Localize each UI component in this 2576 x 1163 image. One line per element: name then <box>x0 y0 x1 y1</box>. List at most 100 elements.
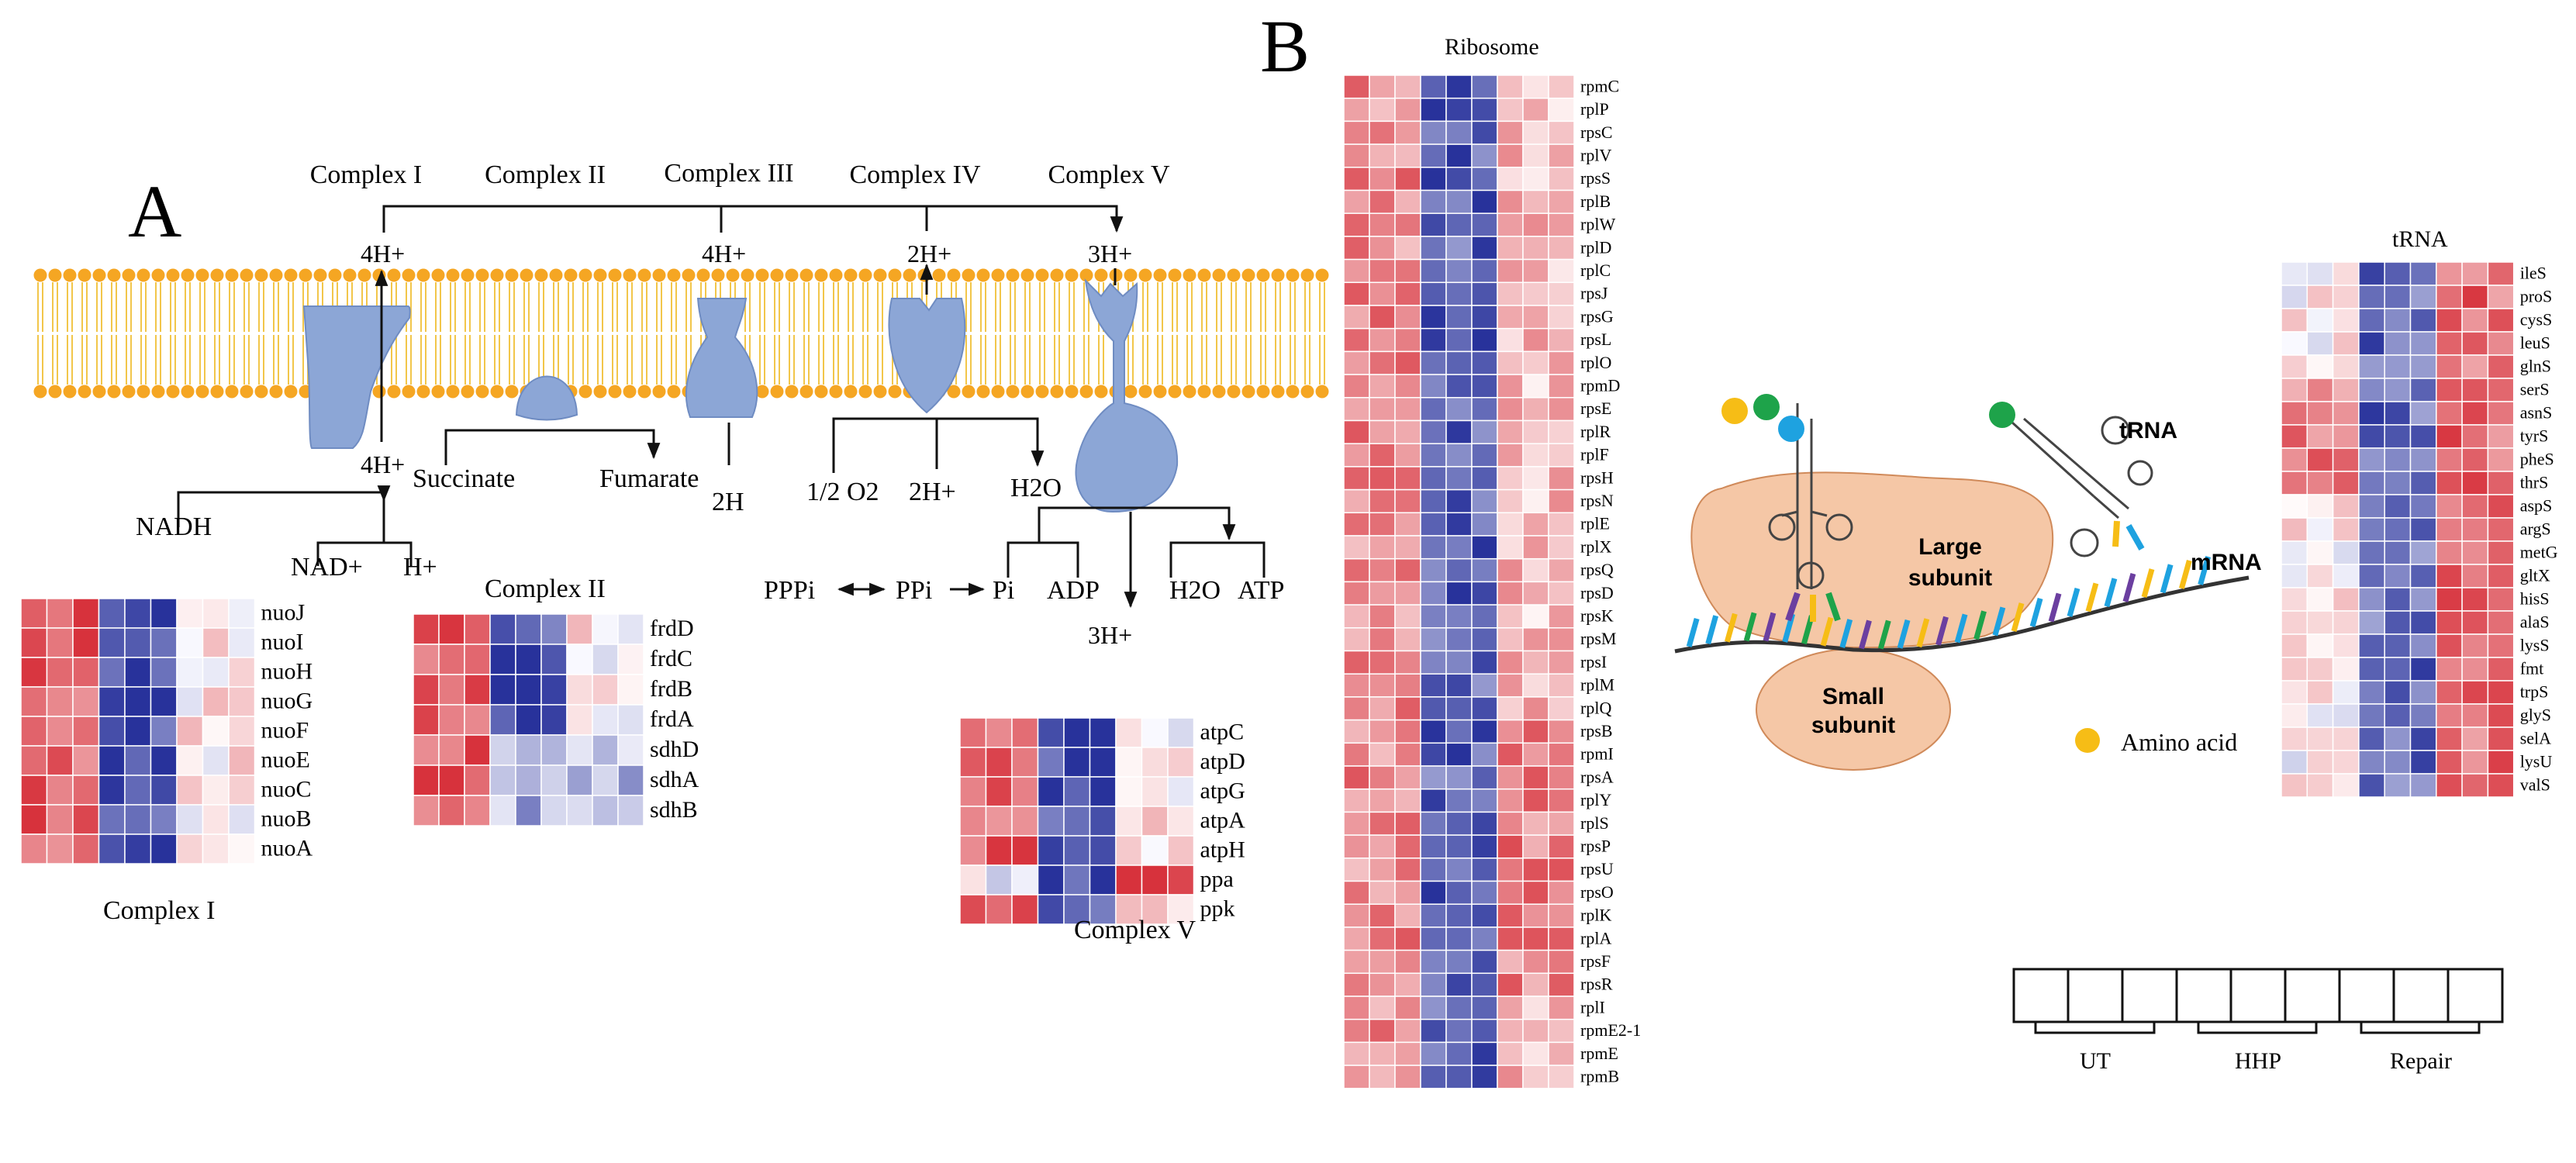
lipid-head <box>947 268 961 282</box>
gene-label: aspS <box>2520 496 2553 516</box>
heatmap-cell <box>1522 535 1549 560</box>
heatmap-cell <box>2306 471 2334 495</box>
gene-label: rplI <box>1580 997 1605 1016</box>
heatmap-cell <box>2332 564 2360 588</box>
lipid-tail <box>803 282 810 385</box>
lipid-head <box>254 385 268 399</box>
heatmap-cell <box>2409 424 2437 449</box>
heatmap-cell <box>1522 834 1549 859</box>
heatmap-cell <box>228 686 256 717</box>
heatmap-cell <box>2358 587 2385 612</box>
heatmap-cell <box>1343 1018 1370 1044</box>
heatmap-cell <box>1394 397 1421 422</box>
heatmap-cell <box>1394 811 1421 836</box>
heatmap-cell <box>1394 1065 1421 1089</box>
heatmap-cell <box>1369 535 1396 560</box>
lipid-tail <box>1201 282 1207 385</box>
gene-label: rplF <box>1580 445 1609 464</box>
heatmap-cell <box>1471 350 1498 375</box>
gene-label: rplD <box>1580 237 1611 257</box>
heatmap-cell <box>1343 557 1370 583</box>
mrna-codon <box>1686 617 1700 647</box>
heatmap-cell <box>2306 378 2334 402</box>
heatmap-cell <box>1420 650 1447 675</box>
heatmap-cell <box>1497 120 1524 145</box>
lipid-head <box>122 268 136 282</box>
heatmap-cell <box>1115 747 1143 778</box>
lipid-tail <box>627 282 633 385</box>
heatmap-cell <box>1343 120 1370 145</box>
heatmap-cell <box>1497 858 1524 882</box>
heatmap-cell <box>1343 488 1370 514</box>
heatmap-cell <box>1394 788 1421 813</box>
lipid-head <box>844 385 858 399</box>
heatmap-cell <box>1343 189 1370 214</box>
heatmap-cell <box>2436 378 2463 402</box>
heatmap-cell <box>20 716 48 747</box>
heatmap-cell <box>2281 610 2308 635</box>
legend-group-hhp: HHP <box>2235 1048 2281 1074</box>
heatmap-cell <box>2461 680 2489 705</box>
heatmap-cell <box>2461 424 2489 449</box>
heatmap-cell <box>1343 74 1370 99</box>
heatmap-cell <box>2409 564 2437 588</box>
heatmap-cell <box>1420 327 1447 353</box>
lipid-head <box>461 385 475 399</box>
heatmap-cell <box>46 833 74 864</box>
heatmap-cell <box>1394 74 1421 99</box>
heatmap-cell <box>176 775 204 806</box>
heatmap-cell <box>1369 581 1396 606</box>
heatmap-cell <box>2332 447 2360 472</box>
heatmap-cell <box>1522 281 1549 306</box>
heatmap-cell <box>1471 949 1498 975</box>
lipid-head <box>991 268 1005 282</box>
lipid-head <box>1035 268 1049 282</box>
heatmap-cell <box>2384 354 2412 379</box>
heatmap-cell <box>1011 747 1039 778</box>
heatmap-cell <box>1471 557 1498 583</box>
amino-acid-legend-dot <box>2075 728 2100 753</box>
lipid-tail <box>641 282 647 385</box>
lipid-head <box>1124 268 1138 282</box>
heatmap-cell <box>2281 657 2308 682</box>
lipid-head <box>917 268 931 282</box>
heatmap-cell <box>2436 261 2463 286</box>
gene-label: rpsL <box>1580 330 1611 349</box>
heatmap-cell <box>2358 285 2385 309</box>
mrna-codon <box>1916 618 1930 648</box>
heatmap-cell <box>2409 471 2437 495</box>
lipid-tail <box>464 282 471 385</box>
heatmap-cell <box>2436 657 2463 682</box>
heatmap-cell <box>1369 1018 1396 1044</box>
lipid-head <box>667 268 681 282</box>
lipid-tail <box>140 282 147 385</box>
heatmap-cell <box>1522 305 1549 330</box>
gene-label: rplW <box>1580 215 1615 234</box>
heatmap-cell <box>592 795 619 827</box>
gene-label: nuoE <box>261 747 310 772</box>
heatmap-cell <box>98 804 126 835</box>
lipid-head <box>63 268 77 282</box>
heatmap-cell <box>1343 858 1370 882</box>
heatmap-cell <box>2358 633 2385 658</box>
lipid-tail <box>155 282 161 385</box>
lipid-head <box>534 268 548 282</box>
heatmap-cell <box>1369 305 1396 330</box>
heatmap-cell <box>1420 719 1447 744</box>
heatmap-cell <box>1522 419 1549 444</box>
heatmap-cell <box>2358 610 2385 635</box>
heatmap-cell <box>413 795 440 827</box>
heatmap-cell <box>1445 811 1473 836</box>
heatmap-cell <box>566 734 593 766</box>
heatmap-cell <box>2281 517 2308 542</box>
heatmap-cell <box>1471 1041 1498 1066</box>
heatmap-cell <box>1497 996 1524 1020</box>
heatmap-cell <box>1420 1018 1447 1044</box>
heatmap-cell <box>1420 397 1447 422</box>
heatmap-cell <box>72 627 100 658</box>
heatmap-cell <box>566 644 593 675</box>
heatmap-cell <box>1369 189 1396 214</box>
lipid-tail <box>1275 282 1281 385</box>
gene-label: rpmB <box>1580 1066 1619 1085</box>
heatmap-cell <box>1471 189 1498 214</box>
